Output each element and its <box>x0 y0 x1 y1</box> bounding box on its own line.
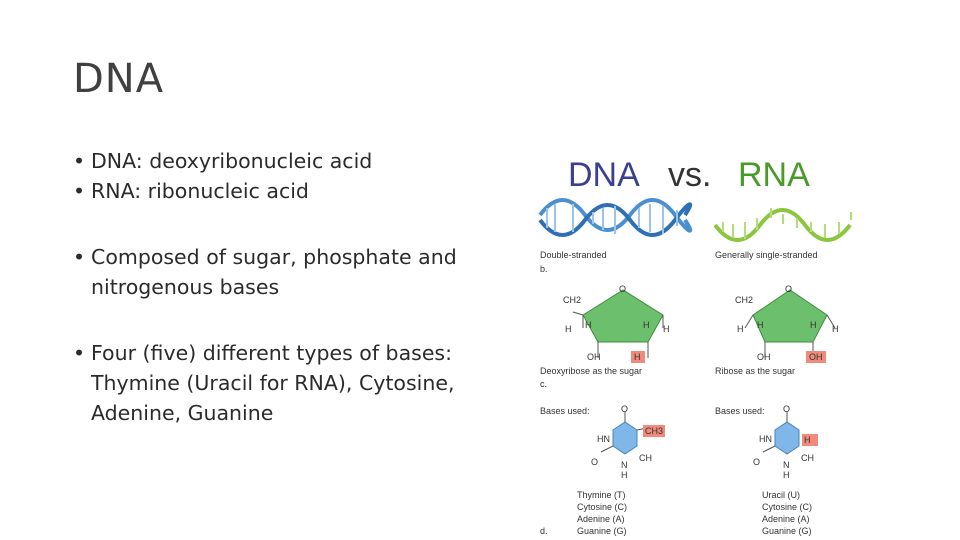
rna-sugar-oh-highlight: OH <box>809 352 823 362</box>
dna-sugar-h2: H <box>585 320 592 330</box>
uracil-atom-hn: HN <box>759 434 772 444</box>
deoxyribose-ring-icon <box>572 289 664 363</box>
bullet-composition: Composed of sugar, phosphate and nitroge… <box>73 242 523 302</box>
panel-b-label: b. <box>540 264 548 274</box>
rna-sugar-h3: H <box>810 320 817 330</box>
dna-sugar-label: Deoxyribose as the sugar <box>540 366 643 376</box>
uracil-atom-o-top: O <box>783 404 791 414</box>
figure-heading-vs: vs. <box>668 156 712 194</box>
rna-base-adenine: Adenine (A) <box>762 514 810 524</box>
dna-sugar-ch2: CH2 <box>563 295 582 305</box>
dna-sugar-h4: H <box>663 324 670 334</box>
thymine-atom-n: N <box>621 460 628 470</box>
dna-sugar-o: O <box>619 284 627 294</box>
rna-sugar-o: O <box>785 284 793 294</box>
rna-single-strand-icon <box>713 208 852 242</box>
dna-sugar-oh: OH <box>587 352 601 362</box>
dna-vs-rna-figure: DNA vs. RNA <box>535 150 865 540</box>
dna-bases-used: Bases used: <box>540 406 590 416</box>
figure-artwork <box>538 198 852 455</box>
bullet-dna-definition: DNA: deoxyribonucleic acid <box>73 146 523 176</box>
dna-sugar-h-highlight: H <box>634 352 641 362</box>
rna-strand-label: Generally single-stranded <box>715 250 818 260</box>
uracil-ring-icon <box>762 412 818 455</box>
thymine-atom-o-top: O <box>621 404 629 414</box>
thymine-atom-o-side: O <box>591 457 599 467</box>
rna-sugar-h1: H <box>737 324 744 334</box>
uracil-atom-ch: CH <box>801 453 814 463</box>
uracil-atom-o-side: O <box>753 457 761 467</box>
rna-sugar-h4: H <box>832 324 839 334</box>
ribose-ring-icon <box>744 289 836 363</box>
rna-sugar-oh: OH <box>757 352 771 362</box>
rna-bases-used: Bases used: <box>715 406 765 416</box>
figure-heading-dna: DNA <box>568 156 640 194</box>
thymine-ring-icon <box>600 412 665 455</box>
dna-base-adenine: Adenine (A) <box>577 514 625 524</box>
thymine-atom-h: H <box>621 470 628 480</box>
bullet-rna-definition: RNA: ribonucleic acid <box>73 176 523 206</box>
rna-base-guanine: Guanine (G) <box>762 526 812 536</box>
uracil-atom-n: N <box>783 460 790 470</box>
uracil-atom-h: H <box>783 470 790 480</box>
dna-strand-label: Double-stranded <box>540 250 607 260</box>
thymine-atom-ch: CH <box>639 453 652 463</box>
dna-base-thymine: Thymine (T) <box>577 490 626 500</box>
dna-base-cytosine: Cytosine (C) <box>577 502 628 512</box>
rna-sugar-label: Ribose as the sugar <box>715 366 796 376</box>
rna-base-cytosine: Cytosine (C) <box>762 502 813 512</box>
dna-sugar-h3: H <box>643 320 650 330</box>
thymine-atom-ch3: CH3 <box>645 426 664 436</box>
dna-double-helix-icon <box>538 198 693 237</box>
uracil-atom-h-highlight: H <box>804 435 811 445</box>
dna-base-guanine: Guanine (G) <box>577 526 627 536</box>
figure-heading-rna: RNA <box>738 156 810 194</box>
panel-c-label: c. <box>540 379 548 389</box>
rna-sugar-ch2: CH2 <box>735 295 754 305</box>
panel-d-label: d. <box>540 526 548 536</box>
thymine-atom-hn: HN <box>597 434 610 444</box>
bullet-list: DNA: deoxyribonucleic acid RNA: ribonucl… <box>73 146 523 428</box>
rna-sugar-h2: H <box>757 320 764 330</box>
dna-sugar-h1: H <box>565 324 572 334</box>
rna-base-uracil: Uracil (U) <box>762 490 800 500</box>
bullet-base-types: Four (five) different types of bases: Th… <box>73 338 523 428</box>
slide-title: DNA <box>73 56 165 102</box>
